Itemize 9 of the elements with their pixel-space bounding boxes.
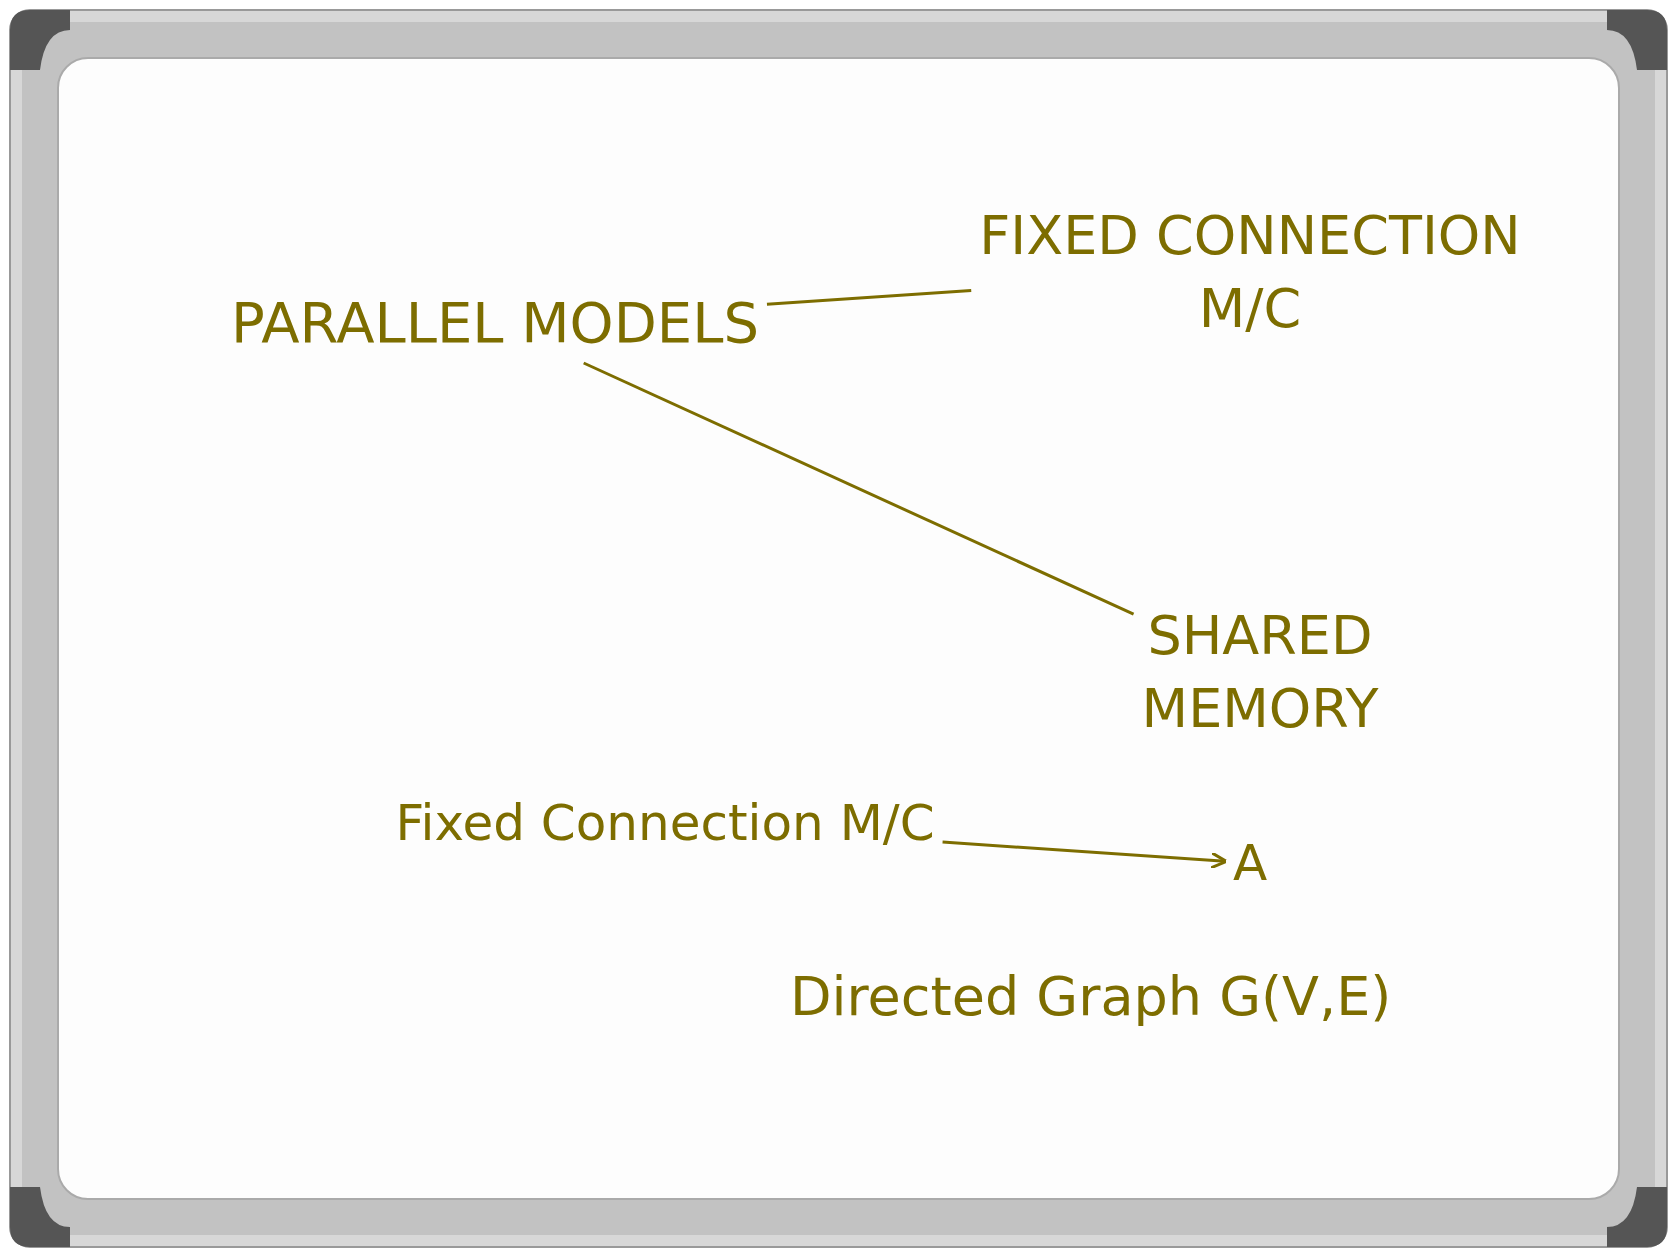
handwritten-text: FIXED CONNECTION M/C [950,200,1550,346]
handwritten-text: PARALLEL MODELS [170,285,820,361]
connector-line [766,289,972,306]
handwritten-text: A [1210,830,1290,898]
arrow [942,840,1228,870]
note-text: Directed Graph G(V,E) [790,965,1392,1028]
connector-line [583,361,1135,616]
handwritten-text: SHARED MEMORY [1030,600,1490,746]
handwritten-text: Fixed Connection M/C [265,790,1065,858]
